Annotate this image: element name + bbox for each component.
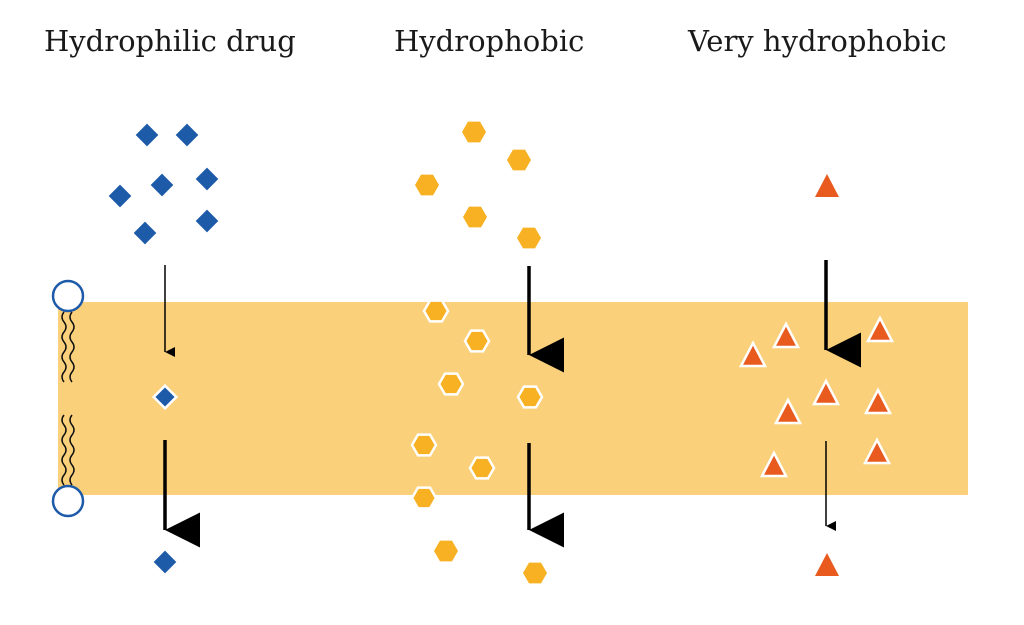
drug-hexagon-in-membrane xyxy=(422,299,450,323)
drug-triangle-in-membrane xyxy=(811,378,841,406)
drug-diamond xyxy=(133,221,157,245)
drug-hexagon-in-membrane xyxy=(516,385,544,409)
drug-triangle-in-membrane xyxy=(759,450,789,478)
phospholipid-icon xyxy=(51,279,85,518)
drug-hexagon-in-membrane xyxy=(410,433,438,457)
drug-triangle-in-membrane xyxy=(862,437,892,465)
drug-hexagon-crossed xyxy=(434,540,458,562)
drug-hexagon-in-membrane xyxy=(468,456,496,480)
drug-diamond xyxy=(150,173,174,197)
drug-hexagon-in-membrane xyxy=(463,329,491,353)
drug-diamond xyxy=(195,167,219,191)
drug-triangle-in-membrane xyxy=(773,397,803,425)
drug-hexagon xyxy=(415,174,439,196)
title-very-hydrophobic: Very hydrophobic xyxy=(688,24,947,58)
very-hydrophobic-drug-group xyxy=(738,174,895,576)
drug-triangle-crossed xyxy=(815,553,839,576)
drug-triangle-in-membrane xyxy=(865,315,895,343)
drug-diamond xyxy=(108,184,132,208)
drug-hexagon xyxy=(462,121,486,143)
drug-diamond xyxy=(175,123,199,147)
drug-diamond-crossed xyxy=(153,550,177,574)
drug-hexagon-in-membrane xyxy=(410,486,438,510)
drug-hexagon xyxy=(517,227,541,249)
drug-diamond-in-membrane xyxy=(151,383,179,411)
hydrophobic-drug-group xyxy=(410,121,547,584)
drug-diamond xyxy=(135,123,159,147)
drug-hexagon-in-membrane xyxy=(437,372,465,396)
drug-hexagon-crossed xyxy=(523,562,547,584)
title-hydrophobic: Hydrophobic xyxy=(394,24,585,58)
drug-hexagon xyxy=(463,206,487,228)
drug-triangle-in-membrane xyxy=(771,321,801,349)
title-hydrophilic-drug: Hydrophilic drug xyxy=(44,24,296,58)
drug-triangle xyxy=(815,174,839,197)
drug-triangle-in-membrane xyxy=(738,340,768,368)
drug-triangle-in-membrane xyxy=(863,387,893,415)
drug-hexagon xyxy=(507,149,531,171)
drug-diamond xyxy=(195,209,219,233)
